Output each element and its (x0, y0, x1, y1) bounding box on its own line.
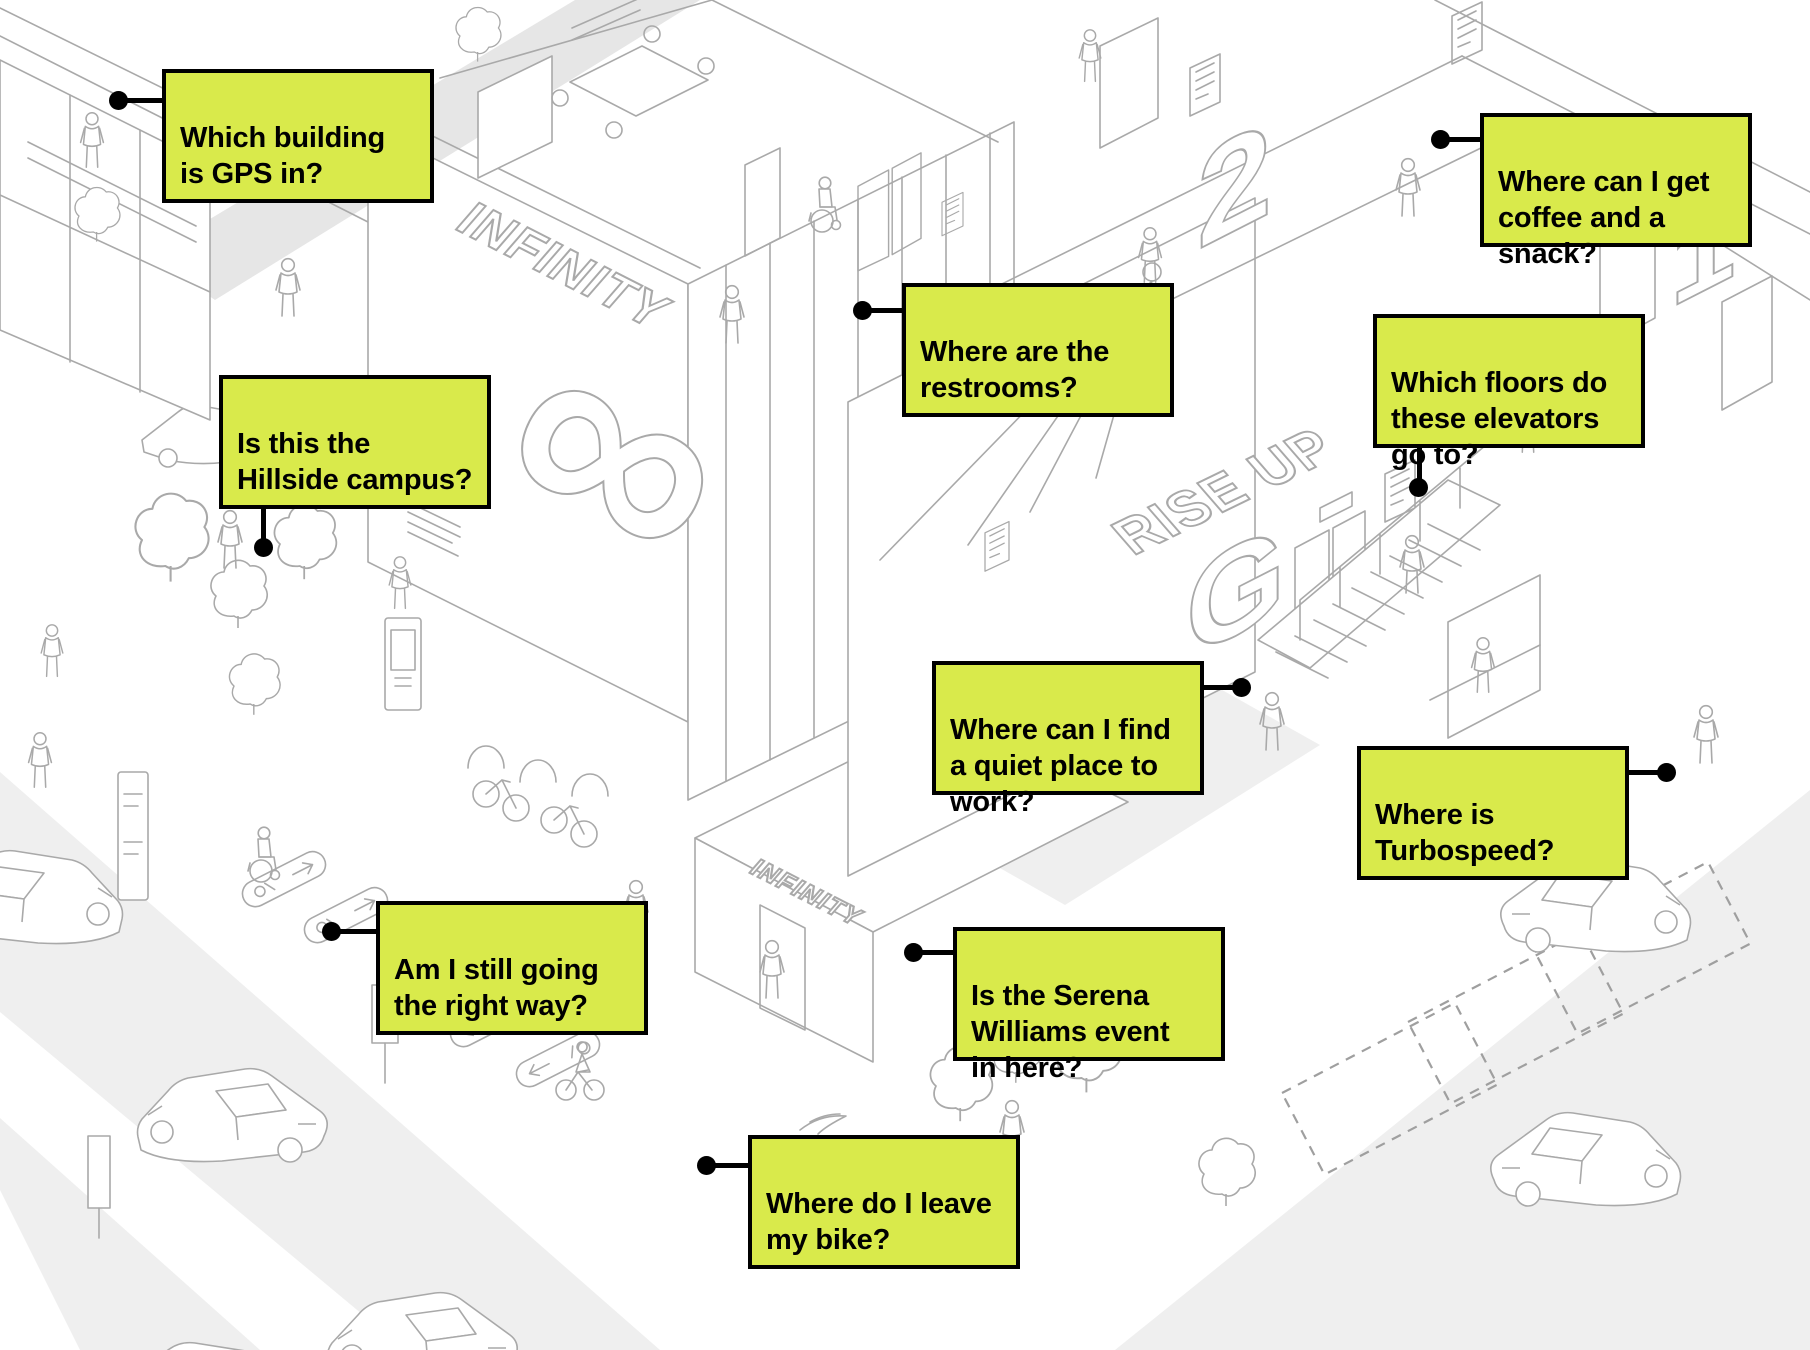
callout-text: Where are the restrooms? (920, 336, 1110, 404)
callout-text: Where do I leave my bike? (766, 1188, 992, 1256)
connector-line (707, 1163, 752, 1168)
callout-text: Where can I find a quiet place to work? (950, 714, 1171, 818)
callout-text: Where can I get coffee and a snack? (1498, 166, 1710, 270)
callout-serena-event: Is the Serena Williams event in here? (904, 927, 1225, 1084)
callout-text: Is this the Hillside campus? (237, 428, 473, 496)
connector-dot (1657, 763, 1676, 782)
connector-dot (322, 922, 341, 941)
connector-dot (254, 538, 273, 557)
connector-line (1441, 137, 1484, 142)
connector-line (332, 929, 380, 934)
connector-line (261, 505, 266, 549)
wayfinding-totem (117, 771, 149, 901)
callout-right-way: Am I still going the right way? (322, 901, 648, 1035)
connector-line (1625, 770, 1667, 775)
callout-coffee-snack: Where can I get coffee and a snack? (1431, 113, 1752, 270)
floor-2-sign: 2 (1197, 89, 1274, 279)
office-interior (439, 0, 999, 257)
callout-text: Which building is GPS in? (180, 122, 385, 190)
street-sign (87, 1135, 111, 1239)
staircase (1257, 439, 1541, 739)
connector-dot (1409, 478, 1428, 497)
callout-text: Which floors do these elevators go to? (1391, 367, 1608, 471)
directory-sign (1189, 53, 1221, 117)
callout-text: Where is Turbospeed? (1375, 799, 1555, 867)
connector-dot (904, 943, 923, 962)
connector-line (914, 950, 957, 955)
callout-turbospeed: Where is Turbospeed? (1357, 746, 1676, 880)
ground-logo (799, 1113, 847, 1135)
connector-dot (1431, 130, 1450, 149)
left-building (0, 7, 391, 421)
connector-line (1417, 444, 1422, 488)
connector-dot (853, 301, 872, 320)
bike-racks (467, 745, 609, 848)
connector-line (119, 98, 166, 103)
callout-bike-parking: Where do I leave my bike? (697, 1135, 1020, 1269)
connector-dot (109, 91, 128, 110)
callout-text: Am I still going the right way? (394, 954, 599, 1022)
callout-quiet-place: Where can I find a quiet place to work? (932, 661, 1251, 818)
callout-elevator-floors: Which floors do these elevators go to? (1373, 314, 1645, 497)
callout-text: Is the Serena Williams event in here? (971, 980, 1170, 1084)
connector-dot (697, 1156, 716, 1175)
connector-line (1200, 685, 1242, 690)
callout-hillside-campus: Is this the Hillside campus? (219, 375, 491, 557)
connector-line (863, 308, 906, 313)
connector-dot (1232, 678, 1251, 697)
callout-building-gps: Which building is GPS in? (109, 69, 434, 203)
wheelchair-user (247, 826, 281, 883)
wayfinding-kiosk (384, 617, 422, 711)
callout-restrooms: Where are the restrooms? (853, 283, 1174, 417)
